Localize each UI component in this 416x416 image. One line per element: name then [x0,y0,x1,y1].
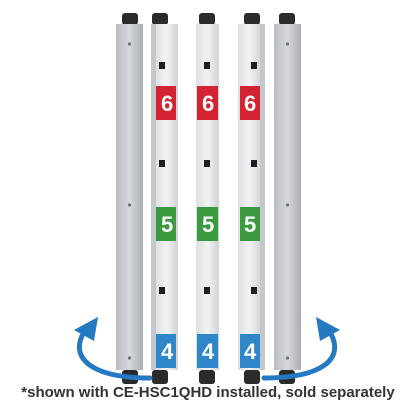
pole-2-label-top-text: 6 [161,91,173,116]
pole-4-top-cap [244,13,260,25]
pole-1-body [116,24,143,370]
pole-2-label-bottom-text: 4 [161,339,174,364]
pole-4-label-top-text: 6 [244,91,256,116]
pole-2-bottom-cap [152,370,168,384]
pole-2: 6 5 4 [151,13,178,384]
pole-4-label-middle [240,207,260,241]
pole-3-label-bottom [197,334,218,368]
pole-4-body [238,24,261,370]
rotate-arrow-icon [74,317,340,381]
pole-4-label-bottom-text: 4 [244,339,257,364]
pole-3-label-middle [197,207,218,241]
pole-4: 6 5 4 [238,13,265,384]
pole-2-label-bottom [156,334,176,368]
pole-3: 6 5 4 [196,13,219,384]
pole-5-body [274,24,301,370]
pole-4-bottom-cap [244,370,260,384]
pole-2-label-middle [156,207,176,241]
pole-3-body [196,24,219,370]
pole-5 [274,13,301,384]
pole-2-body [155,24,178,370]
pole-4-label-bottom [240,334,260,368]
pole-3-label-bottom-text: 4 [202,339,215,364]
pole-3-top-cap [199,13,215,25]
caption-text: *shown with CE-HSC1QHD installed, sold s… [21,384,395,401]
pole-2-label-middle-text: 5 [161,212,173,237]
pole-4-label-top [240,86,260,120]
pole-4-label-middle-text: 5 [244,212,256,237]
pole-3-label-middle-text: 5 [202,212,214,237]
pole-3-label-top [197,86,218,120]
pole-3-label-top-text: 6 [202,91,214,116]
pole-1 [116,13,143,384]
pole-2-top-cap [152,13,168,25]
pole-2-label-top [156,86,176,120]
pole-1-top-cap [122,13,138,25]
pole-5-top-cap [279,13,295,25]
pole-3-bottom-cap [199,370,215,384]
